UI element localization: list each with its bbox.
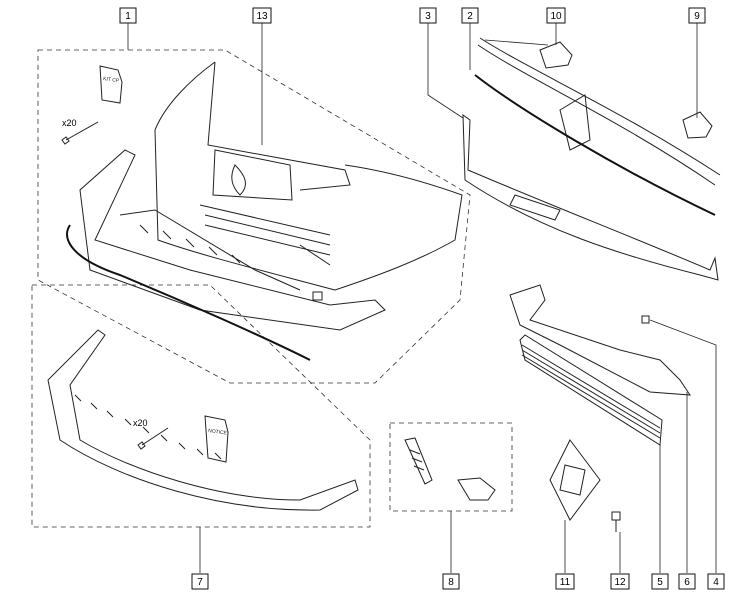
svg-text:6: 6: [684, 577, 690, 588]
callout-12: 12: [610, 573, 630, 590]
upper-trim: [474, 74, 716, 216]
clip-9: [682, 111, 713, 139]
quantity-label: x20: [62, 118, 77, 128]
callout-3: 3: [419, 7, 437, 24]
group-outline-1: [37, 49, 471, 384]
svg-text:8: 8: [448, 577, 454, 588]
svg-text:5: 5: [657, 577, 663, 588]
svg-text:KIT CP: KIT CP: [103, 76, 120, 84]
callout-7: 7: [191, 573, 209, 590]
callout-4: 4: [707, 573, 725, 590]
svg-text:1: 1: [125, 11, 131, 22]
callout-13: 13: [252, 7, 272, 24]
lower-grille: [519, 334, 663, 446]
bumper-shell: [154, 61, 463, 291]
svg-text:11: 11: [560, 577, 571, 588]
svg-text:12: 12: [614, 577, 626, 588]
grille-carrier: [509, 284, 691, 396]
rivet-icon: [137, 427, 169, 450]
svg-text:13: 13: [256, 11, 268, 22]
callout-10: 10: [546, 7, 566, 24]
svg-text:2: 2: [467, 11, 473, 22]
clip-10: [539, 41, 573, 69]
group-outline-8: [389, 422, 513, 512]
callout-6: 6: [678, 573, 696, 590]
upper-grille: [477, 37, 721, 186]
bumper-trim-strip: [66, 224, 311, 361]
callout-8: 8: [442, 573, 460, 590]
lower-spoiler: [47, 329, 359, 511]
callout-11: 11: [555, 573, 575, 590]
rivet-icon: [61, 121, 99, 145]
svg-text:4: 4: [713, 577, 719, 588]
callout-1: 1: [119, 7, 137, 24]
side-grille-right: [457, 477, 496, 501]
leader-lines: [127, 23, 717, 573]
quantity-label: x20: [133, 418, 148, 428]
packet-notice: NOTICE: [204, 415, 229, 463]
callout-9: 9: [688, 7, 706, 24]
svg-text:7: 7: [197, 577, 203, 588]
small-plug: [641, 315, 650, 324]
packet-kit: KIT CP: [99, 65, 123, 104]
svg-text:3: 3: [425, 11, 431, 22]
bumper-grille-carrier: [79, 149, 386, 331]
callout-5: 5: [651, 573, 669, 590]
svg-text:10: 10: [550, 11, 562, 22]
svg-text:NOTICE: NOTICE: [208, 428, 228, 437]
svg-text:9: 9: [694, 11, 700, 22]
screw: [611, 511, 621, 532]
group-outline-7: [31, 284, 371, 528]
callout-2: 2: [461, 7, 479, 24]
bumper-beam: [462, 114, 719, 281]
side-grille-left: [404, 437, 433, 485]
emblem: [549, 439, 601, 521]
